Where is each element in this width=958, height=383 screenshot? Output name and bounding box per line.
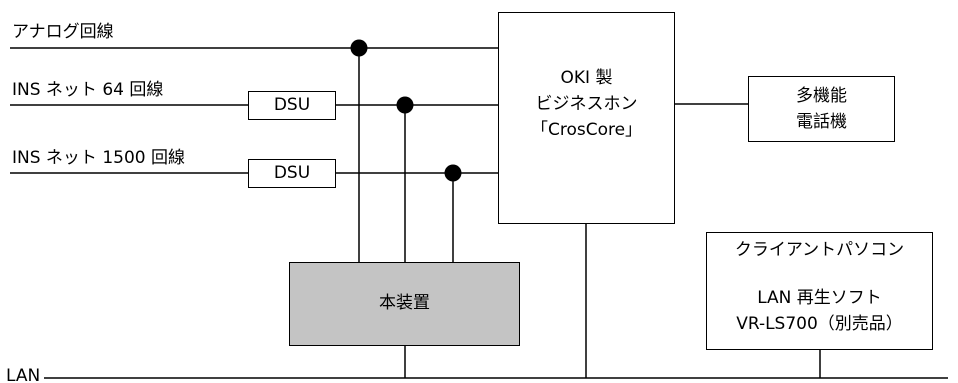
- phone-system-type: ビジネスホン: [535, 94, 638, 114]
- multi-phone-line1: 多機能: [796, 86, 847, 106]
- ins1500-junction-dot: [444, 164, 462, 182]
- client-pc-title: クライアントパソコン: [734, 240, 905, 260]
- dsu-label: DSU: [273, 163, 311, 183]
- analog-line-label: アナログ回線: [12, 22, 114, 42]
- ins1500-line-label: INS ネット 1500 回線: [12, 148, 185, 168]
- dsu-box-ins1500: DSU: [248, 159, 336, 188]
- lan-label: LAN: [6, 366, 41, 383]
- phone-system-name: 「CrosCore」: [530, 120, 643, 140]
- analog-junction-dot: [350, 39, 368, 57]
- ins64-line-label: INS ネット 64 回線: [12, 80, 164, 100]
- device-box: 本装置: [289, 262, 520, 346]
- dsu-label: DSU: [273, 95, 311, 115]
- phone-system-box: OKI 製 ビジネスホン 「CrosCore」: [498, 12, 675, 224]
- dsu-box-ins64: DSU: [248, 91, 336, 120]
- client-pc-software: LAN 再生ソフト: [757, 288, 882, 308]
- client-pc-box: クライアントパソコン LAN 再生ソフト VR-LS700（別売品）: [706, 232, 933, 350]
- phone-system-maker: OKI 製: [560, 68, 613, 88]
- multi-phone-box: 多機能 電話機: [748, 76, 895, 142]
- multi-phone-line2: 電話機: [796, 112, 847, 132]
- client-pc-model: VR-LS700（別売品）: [736, 314, 903, 334]
- device-label: 本装置: [379, 293, 430, 313]
- ins64-junction-dot: [396, 96, 414, 114]
